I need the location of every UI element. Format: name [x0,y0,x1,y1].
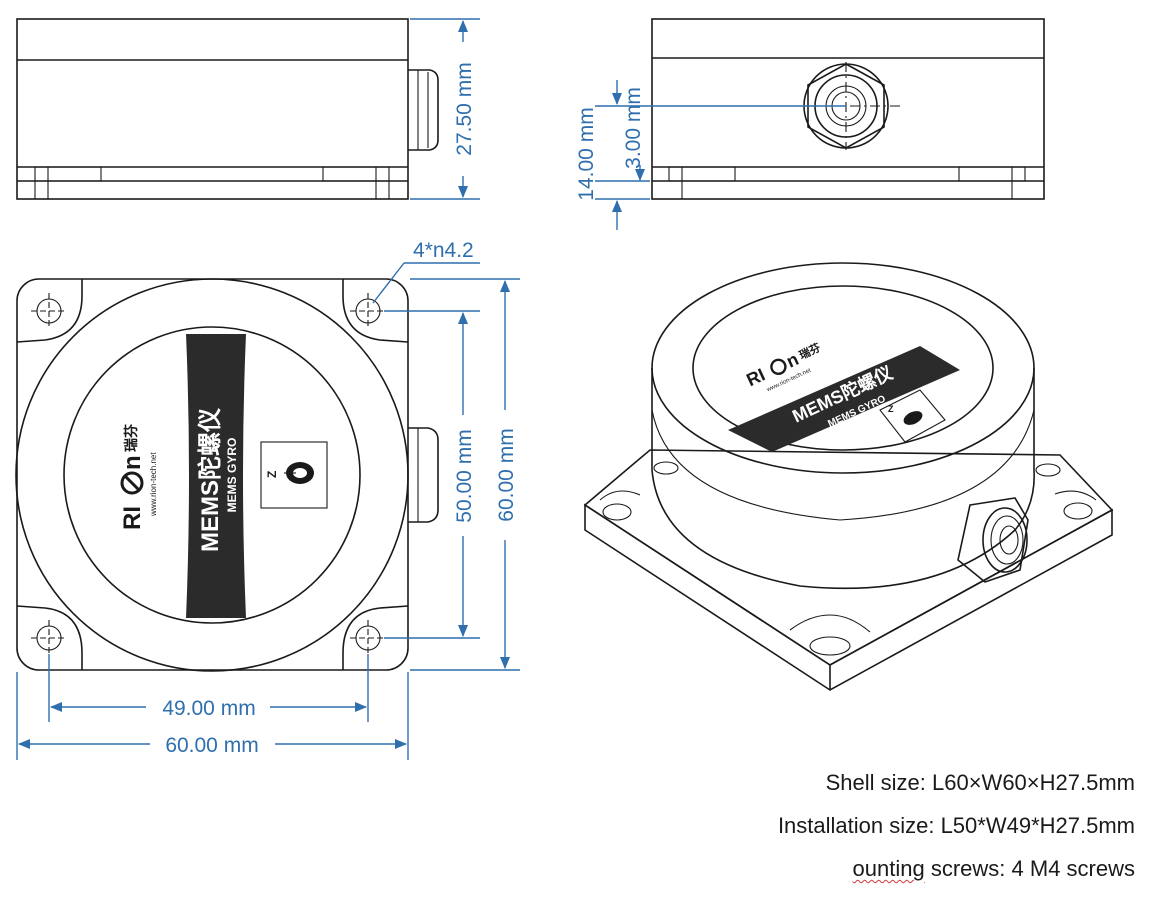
misspelled-word: ounting [852,856,925,881]
side-height-label: 27.50 mm [453,62,476,155]
vertical-hole-dimension: 50.00 mm [384,310,480,639]
brand-text-tail: n [119,455,146,470]
iso-brand-cn: 瑞芬 [797,340,824,362]
outer-v-label: 60.00 mm [495,428,518,521]
z-axis-icon: Z [260,441,328,509]
band-product-en: MEMS GYRO [225,438,239,513]
port-height-label: 14.00 mm [575,107,598,200]
front-port-dimensions: 14.00 mm 3.00 mm [575,80,846,230]
side-height-dimension: 27.50 mm [410,18,480,200]
brand-logo: RI n 瑞芬 www.rion-tech.net [119,423,158,530]
front-view [651,18,1045,200]
band-product-cn: MEMS陀螺仪 [196,407,224,552]
mount-hole-tr [350,293,386,329]
mount-hole-bl [31,620,67,656]
shell-size-text: Shell size: L60×W60×H27.5mm [825,770,1135,795]
mount-hole-tl [31,293,67,329]
vertical-outer-dimension: 60.00 mm [410,278,520,671]
iso-brand-text: RI [743,364,768,390]
iso-z-axis-icon: Z [879,389,946,443]
mount-hole-br [350,620,386,656]
website-text: www.rion-tech.net [149,452,158,517]
mounting-screws-text: ounting screws: 4 M4 screws [853,856,1135,882]
hole-spacing-v-label: 50.00 mm [453,429,476,522]
iso-connector [957,497,1029,583]
hole-spec-callout: 4*n4.2 [372,239,480,304]
brand-text: RI [119,506,146,530]
outer-h-label: 60.00 mm [165,734,258,757]
installation-size-text: Installation size: L50*W49*H27.5mm [777,813,1135,838]
label-band [186,334,246,618]
port-offset-label: 3.00 mm [622,87,645,169]
iso-brand-logo: RI n 瑞芬 www.rion-tech.net [743,340,824,394]
top-view: MEMS陀螺仪 MEMS GYRO RI n 瑞芬 www.rion-tech.… [15,278,439,672]
horizontal-outer-dimension: 60.00 mm [16,672,409,760]
brand-cn-text: 瑞芬 [123,423,139,452]
horizontal-hole-dimension: 49.00 mm [48,654,369,722]
hole-spec-label: 4*n4.2 [413,239,474,262]
z-axis-letter: Z [265,471,279,478]
mounting-screws-rest: screws: 4 M4 screws [924,856,1135,881]
isometric-view: MEMS陀螺仪 MEMS GYRO RI n 瑞芬 www.rion-tech.… [583,262,1114,691]
iso-z-letter: Z [888,404,894,414]
hole-spacing-h-label: 49.00 mm [162,697,255,720]
iso-label-band [728,346,960,452]
side-view [16,18,439,200]
